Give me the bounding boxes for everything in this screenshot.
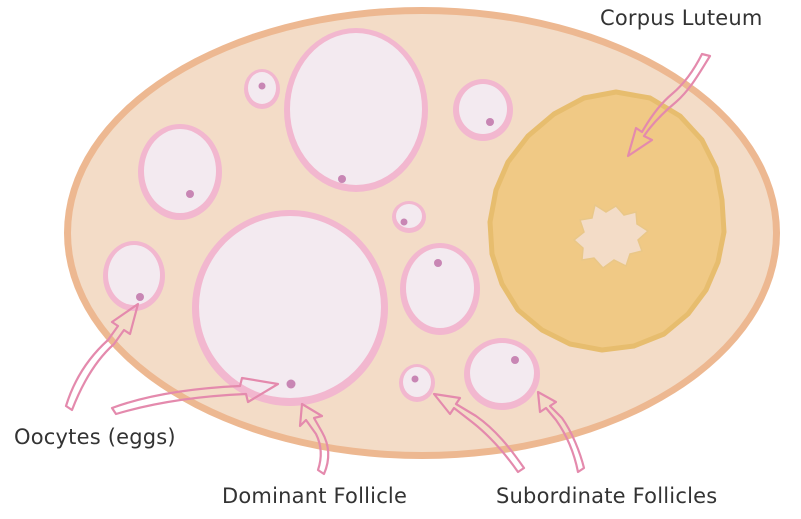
dominant-follicle: [192, 210, 388, 406]
corpus-luteum-label: Corpus Luteum: [600, 6, 763, 30]
follicle-small-bottom: [399, 364, 435, 402]
follicle-large-top: [284, 28, 428, 192]
dominant-follicle-label: Dominant Follicle: [222, 484, 407, 508]
follicle-center-right: [400, 243, 480, 335]
subordinate-follicles-label: Subordinate Follicles: [496, 484, 717, 508]
follicle-left-lower: [103, 241, 165, 311]
follicle-small-center: [392, 201, 426, 233]
follicle-small-top: [244, 69, 280, 109]
follicle-bottom-right: [464, 338, 540, 410]
oocytes-label: Oocytes (eggs): [14, 425, 176, 449]
dominant-oocyte: [287, 380, 296, 389]
follicle-top-right: [453, 79, 513, 141]
follicle-left-upper: [138, 124, 222, 220]
